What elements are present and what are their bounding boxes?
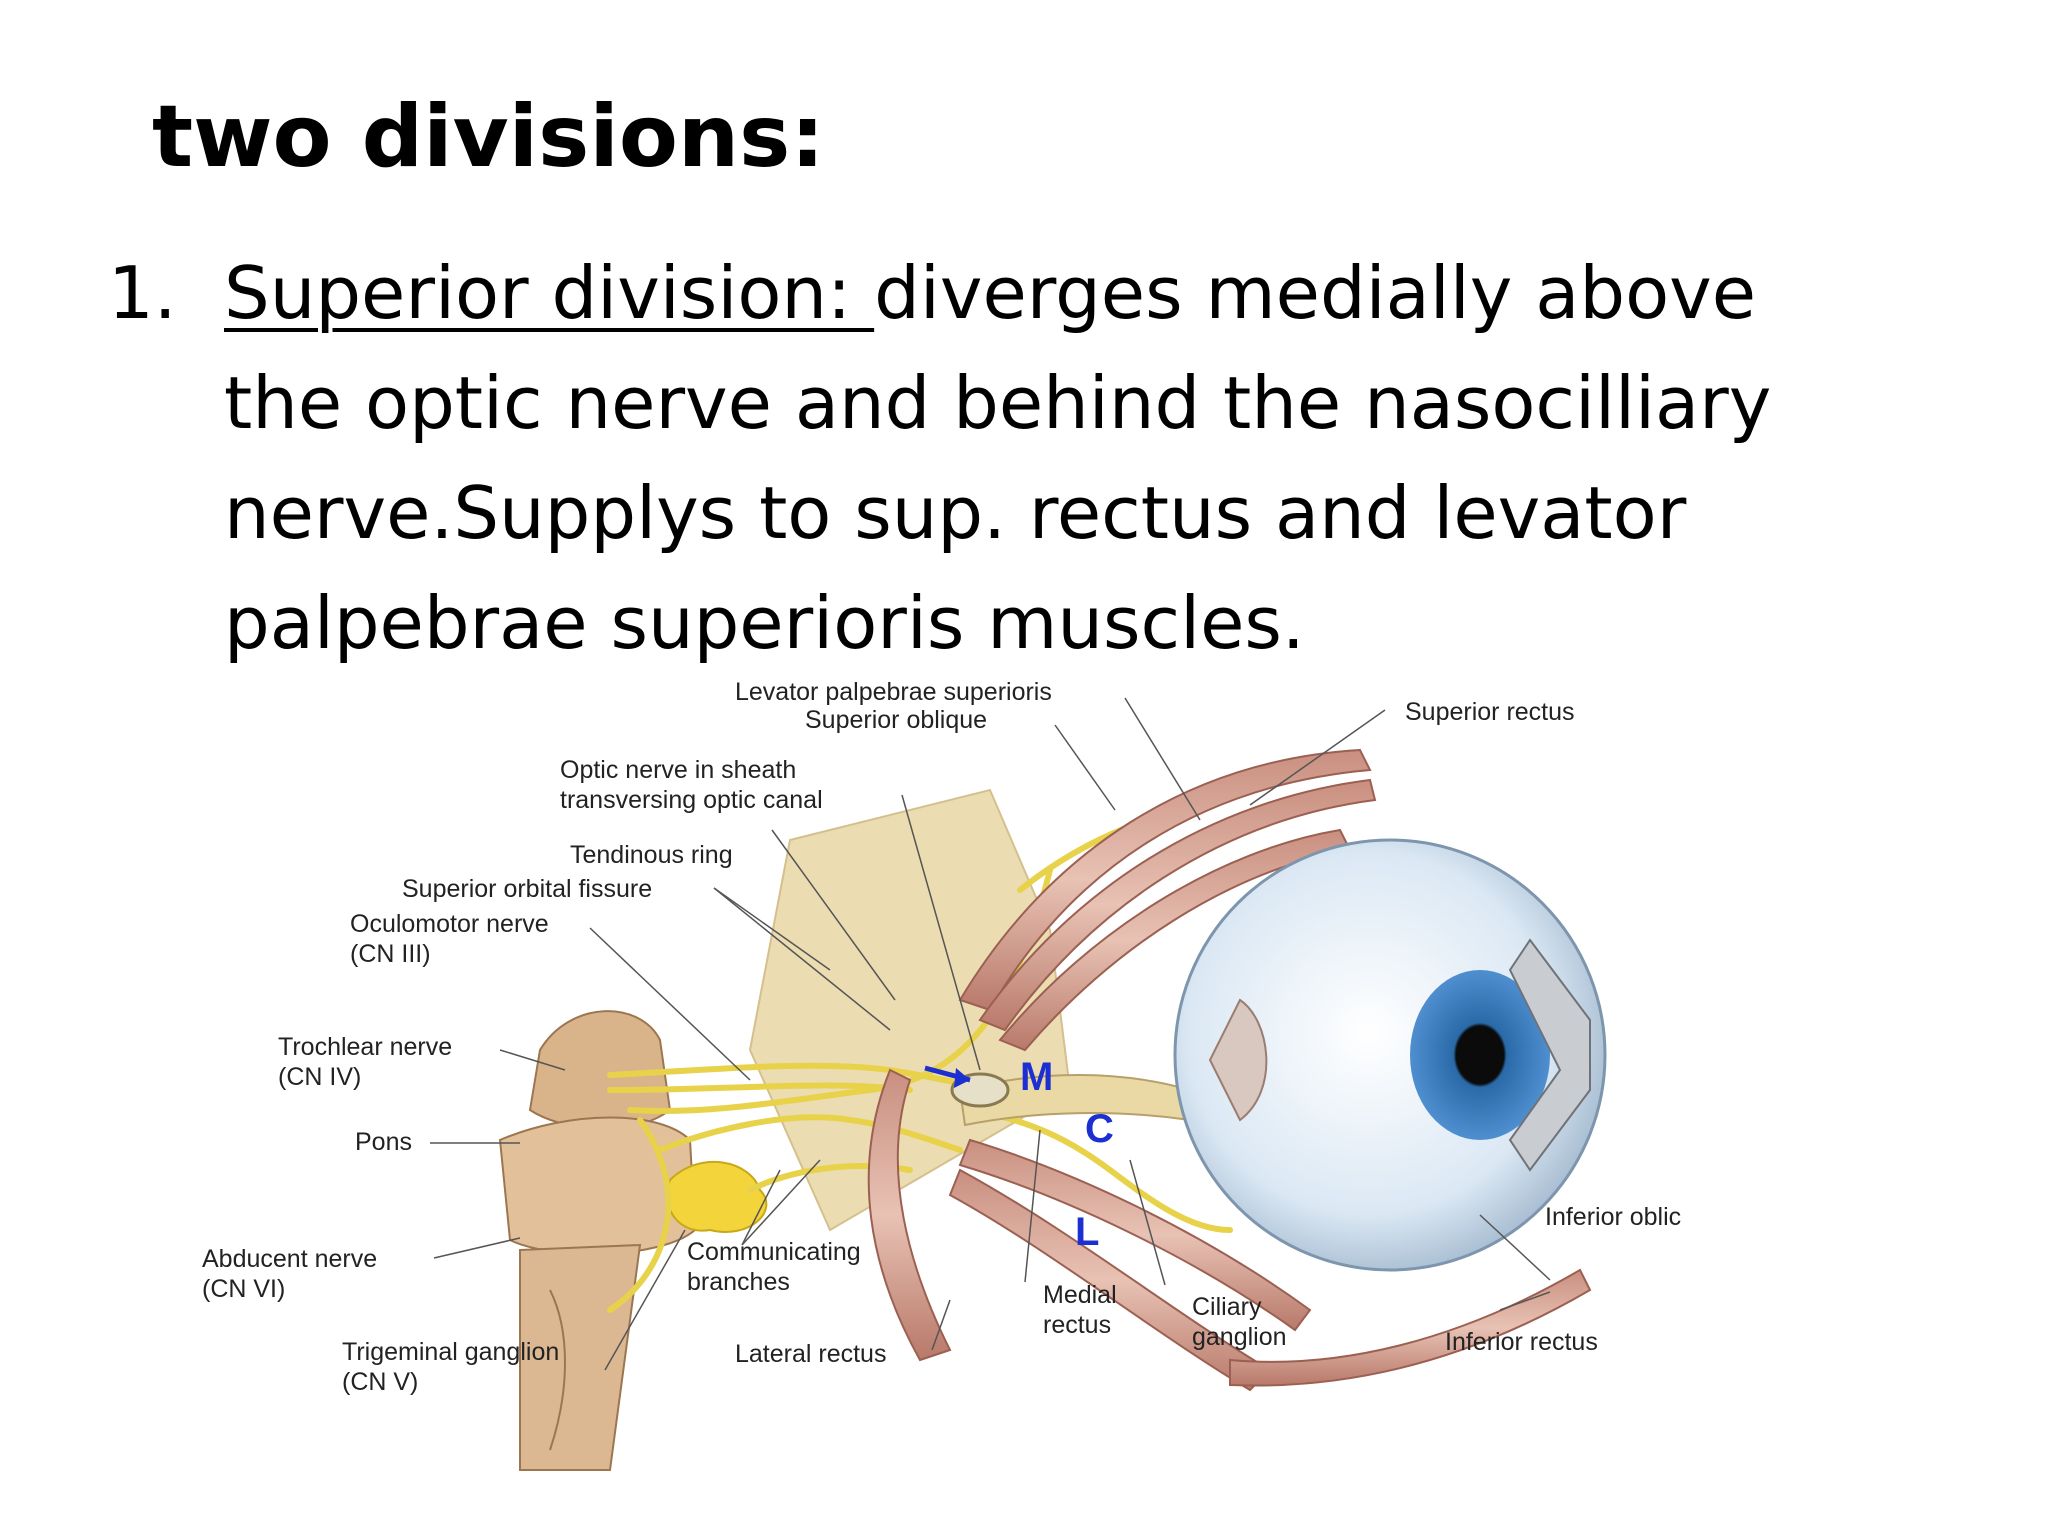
point-line-2: the optic nerve and behind the nasocilli… xyxy=(224,361,1772,445)
label-medial-2: rectus xyxy=(1043,1311,1111,1339)
label-ciliary-2: ganglion xyxy=(1192,1323,1287,1351)
label-abducent-2: (CN VI) xyxy=(202,1275,285,1303)
label-levator: Levator palpebrae superioris xyxy=(735,678,1052,706)
eyeball xyxy=(1173,838,1607,1272)
trigeminal-ganglion xyxy=(666,1160,768,1233)
label-oculomotor-1: Oculomotor nerve xyxy=(350,910,549,938)
iris xyxy=(1410,970,1550,1140)
point-number: 1. xyxy=(108,251,177,335)
label-inferior-oblique: Inferior oblic xyxy=(1545,1203,1681,1231)
letter-m: M xyxy=(1020,1055,1053,1099)
label-medial-1: Medial xyxy=(1043,1281,1117,1309)
superior-division-term: Superior division: xyxy=(224,251,875,335)
label-trochlear-1: Trochlear nerve xyxy=(278,1033,452,1061)
label-tendinous-ring: Tendinous ring xyxy=(570,841,733,869)
orbit-anatomy-diagram: Levator palpebrae superioris Superior ob… xyxy=(202,678,1681,1471)
label-trochlear-2: (CN IV) xyxy=(278,1063,361,1091)
point-line-1: Superior division: diverges medially abo… xyxy=(224,238,2004,348)
label-lateral-rectus: Lateral rectus xyxy=(735,1340,886,1368)
leader-lines xyxy=(430,697,1551,1371)
label-ciliary-1: Ciliary xyxy=(1192,1293,1262,1321)
label-trigeminal-2: (CN V) xyxy=(342,1368,418,1396)
letter-c: C xyxy=(1085,1107,1114,1151)
brainstem xyxy=(498,1010,697,1471)
label-superior-oblique: Superior oblique xyxy=(805,706,987,734)
point-body: Superior division: diverges medially abo… xyxy=(224,238,2004,678)
label-communicating-1: Communicating xyxy=(687,1238,861,1266)
label-optic-nerve-2: transversing optic canal xyxy=(560,786,823,814)
label-superior-orbital-fissure: Superior orbital fissure xyxy=(402,875,652,903)
label-trigeminal-1: Trigeminal ganglion xyxy=(342,1338,559,1366)
label-pons: Pons xyxy=(355,1128,412,1156)
label-abducent-1: Abducent nerve xyxy=(202,1245,377,1273)
slide-heading: two divisions: xyxy=(152,87,825,187)
lateral-rectus xyxy=(867,1068,952,1362)
label-oculomotor-2: (CN III) xyxy=(350,940,431,968)
label-superior-rectus: Superior rectus xyxy=(1405,698,1575,726)
letter-l: L xyxy=(1075,1210,1099,1254)
point-text-1: diverges medially above xyxy=(874,251,1757,335)
label-communicating-2: branches xyxy=(687,1268,790,1296)
label-inferior-rectus: Inferior rectus xyxy=(1445,1328,1598,1356)
point-line-3: nerve.Supplys to sup. rectus and levator xyxy=(224,471,1687,555)
point-line-4: palpebrae superioris muscles. xyxy=(224,581,1305,665)
label-optic-nerve-1: Optic nerve in sheath xyxy=(560,756,796,784)
